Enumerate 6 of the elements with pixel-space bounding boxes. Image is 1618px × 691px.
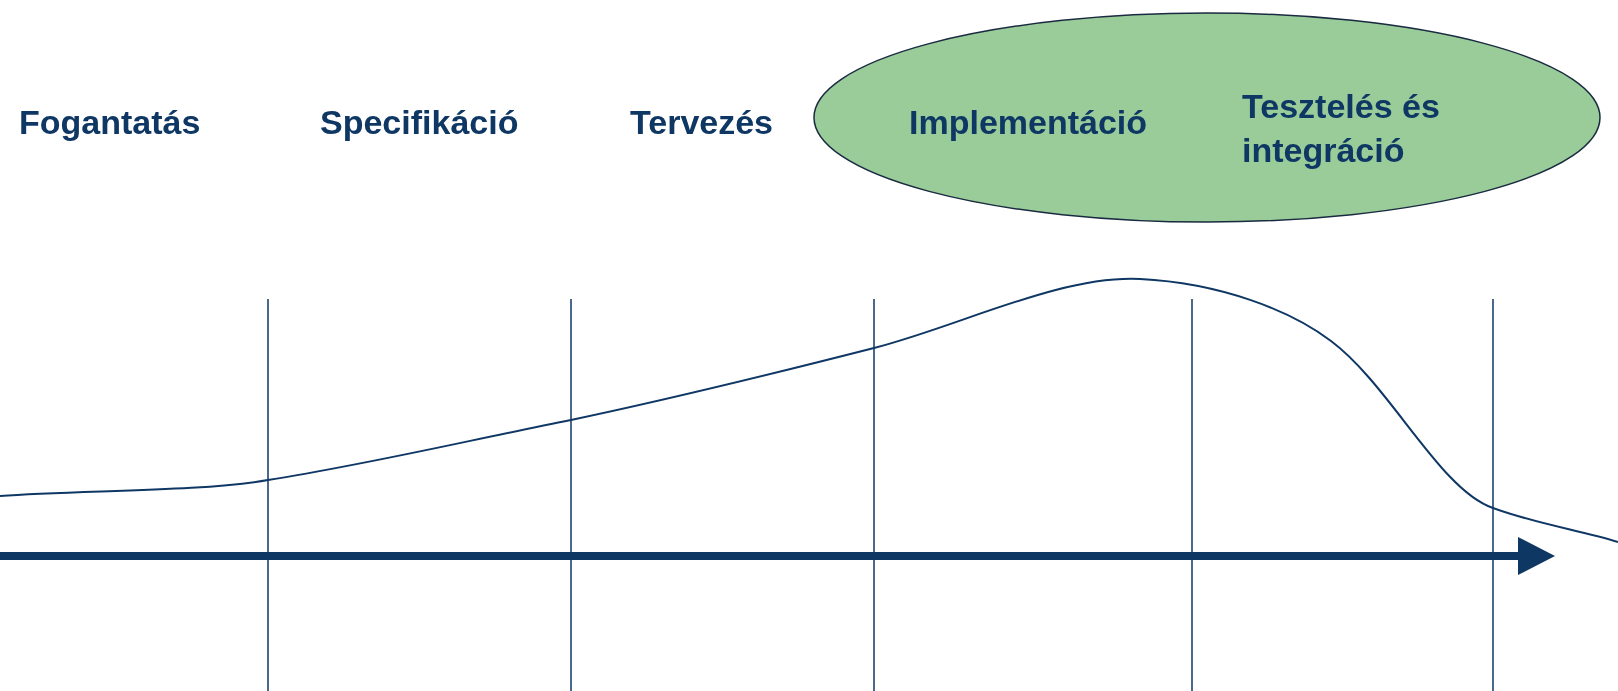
phase-label: Tesztelés és integráció — [1242, 86, 1441, 172]
phase-label: Implementáció — [909, 102, 1148, 143]
highlight-ellipse — [813, 12, 1601, 223]
phase-label: Fogantatás — [19, 102, 201, 143]
phase-label: Specifikáció — [320, 102, 519, 143]
phase-label: Tervezés — [630, 102, 774, 143]
